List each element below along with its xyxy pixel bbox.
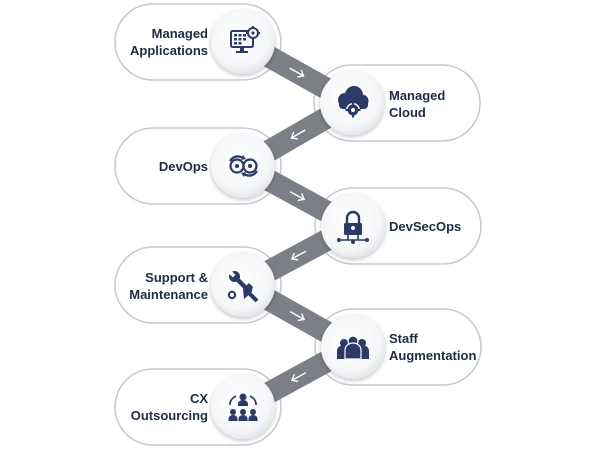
label-line: Support & (145, 270, 208, 285)
label-devsecops: DevSecOps (389, 218, 489, 235)
cloud-gear-icon (338, 86, 369, 118)
customer-network-icon (228, 393, 258, 421)
label-cx-outsourcing: CX Outsourcing (110, 390, 208, 424)
icon-disc (211, 375, 275, 439)
label-line: Outsourcing (130, 408, 208, 423)
wrench-hand-icon (227, 270, 259, 303)
flow-arrow-icon (290, 250, 307, 261)
gears-cycle-icon (229, 155, 258, 177)
padlock-network-icon (337, 210, 369, 244)
flow-arrow-icon (289, 191, 306, 202)
label-line: Augmentation (389, 348, 477, 363)
icon-disc (211, 10, 275, 74)
label-line: Maintenance (129, 287, 208, 302)
label-line: Cloud (389, 105, 426, 120)
flow-arrow-icon (289, 310, 306, 322)
label-line: Applications (129, 43, 208, 58)
label-managed-applications: Managed Applications (110, 25, 208, 59)
monitor-gear-icon (230, 26, 260, 53)
team-people-icon (337, 335, 369, 360)
label-line: Managed (389, 88, 446, 103)
label-support-maintenance: Support & Maintenance (110, 269, 208, 303)
label-line: Managed (151, 26, 208, 41)
flow-arrow-icon (289, 67, 305, 78)
label-line: CX (189, 391, 208, 406)
label-line: DevSecOps (389, 219, 462, 234)
label-devops: DevOps (110, 158, 208, 175)
label-staff-augmentation: Staff Augmentation (389, 330, 489, 364)
flow-arrow-icon (290, 129, 306, 140)
flow-arrow-icon (290, 372, 307, 383)
label-line: DevOps (158, 159, 208, 174)
label-line: Staff (389, 331, 418, 346)
label-managed-cloud: Managed Cloud (389, 87, 489, 121)
